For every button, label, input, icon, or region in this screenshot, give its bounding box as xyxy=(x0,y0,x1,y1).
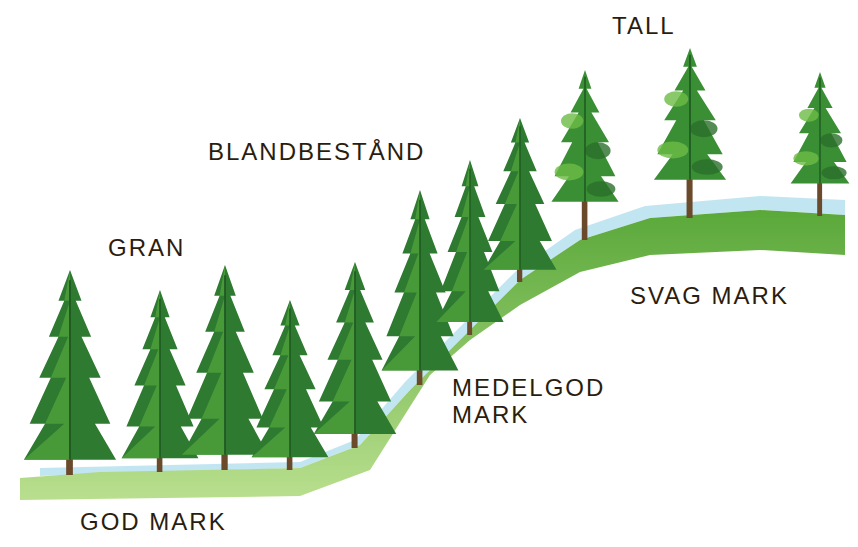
region-label: GRAN xyxy=(108,234,185,261)
region-label: GOD MARK xyxy=(80,508,227,535)
region-label: SVAG MARK xyxy=(630,282,789,309)
region-label: MEDELGOD MARK xyxy=(452,374,627,428)
region-label: BLANDBESTÅND xyxy=(208,138,425,165)
pine-trees xyxy=(551,48,849,240)
region-label: TALL xyxy=(612,12,676,39)
